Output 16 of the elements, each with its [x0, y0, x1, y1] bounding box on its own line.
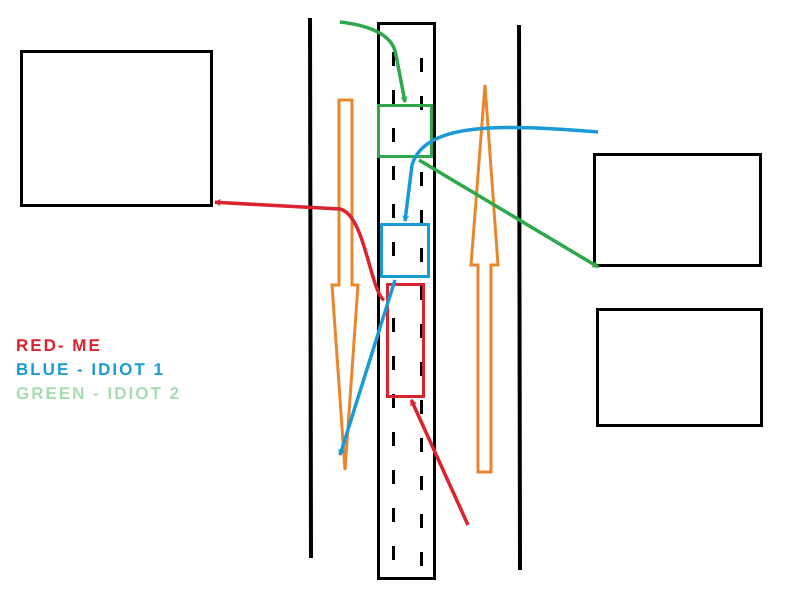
building-box	[593, 153, 762, 267]
building-box	[20, 50, 213, 207]
legend-text: GREEN - IDIOT 2	[16, 384, 182, 404]
arrow	[410, 399, 470, 526]
arrow	[214, 199, 386, 302]
legend-text: RED- ME	[16, 336, 103, 356]
arrow	[340, 20, 408, 103]
road-median	[377, 22, 436, 580]
building-box	[596, 308, 763, 427]
car-box	[386, 283, 425, 398]
arrow	[418, 158, 599, 268]
arrow	[402, 126, 598, 222]
legend-text: BLUE - IDIOT 1	[16, 360, 166, 380]
arrow	[338, 279, 397, 456]
car-box	[380, 223, 430, 278]
car-box	[377, 104, 433, 158]
